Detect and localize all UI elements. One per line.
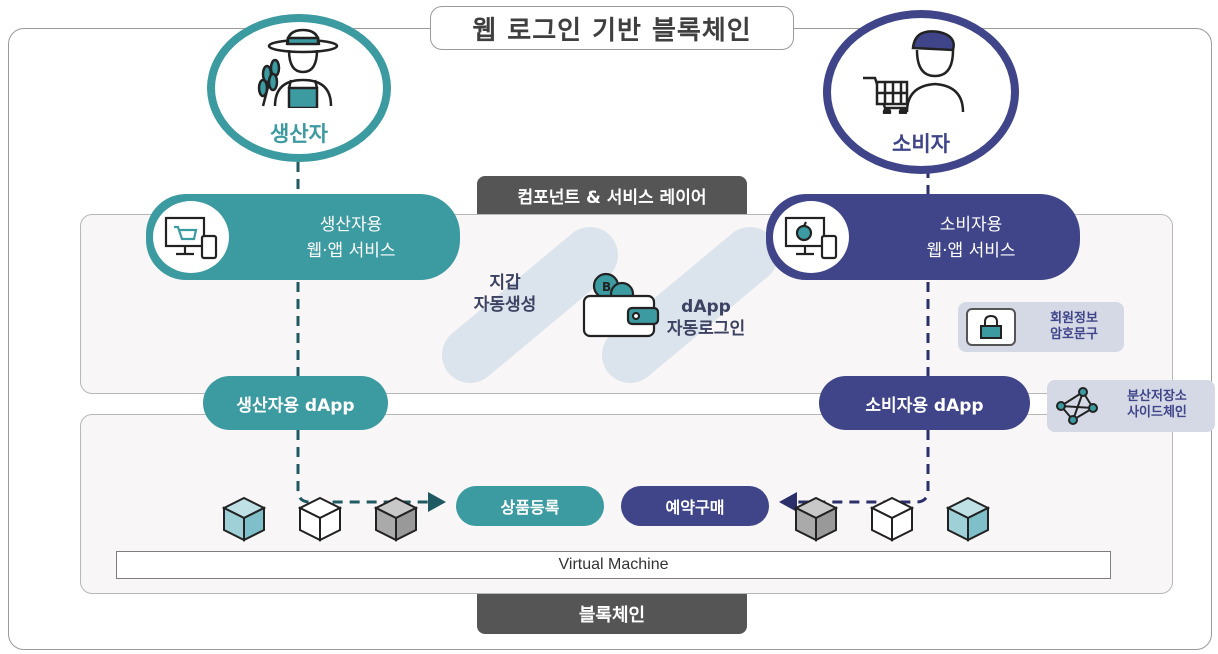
dapp-login-line2: 자동로그인 — [666, 319, 746, 339]
block-icon — [297, 496, 343, 542]
dapp-auto-login: dApp 자동로그인 — [646, 296, 766, 340]
folder-lock-icon — [966, 308, 1016, 346]
consumer-blocks — [793, 496, 991, 542]
producer-dapp: 생산자용 dApp — [203, 376, 388, 430]
producer-service-text: 생산자용 웹·앱 서비스 — [256, 212, 446, 264]
member-info-tag: 회원정보 암호문구 — [958, 302, 1124, 352]
member-info-line2: 암호문구 — [1050, 327, 1098, 342]
side-chain-tag: 분산저장소 사이드체인 — [1047, 380, 1215, 432]
monitor-cart-icon — [164, 216, 218, 260]
consumer-web-app-service: 소비자용 웹·앱 서비스 — [766, 194, 1080, 280]
producer-service-line1: 생산자용 — [319, 215, 383, 235]
wallet-line2: 자동생성 — [473, 295, 537, 315]
consumer-service-line2: 웹·앱 서비스 — [926, 241, 1016, 261]
side-chain-line2: 사이드체인 — [1127, 405, 1187, 420]
block-icon — [373, 496, 419, 542]
producer-service-line2: 웹·앱 서비스 — [306, 241, 396, 261]
consumer-service-line1: 소비자용 — [939, 215, 1003, 235]
wallet-line1: 지갑 — [489, 273, 521, 293]
blockchain-layer-label: 블록체인 — [477, 594, 747, 634]
monitor-apple-icon — [784, 216, 838, 260]
reservation-purchase: 예약구매 — [621, 486, 769, 526]
diagram-title: 웹 로그인 기반 블록체인 — [430, 6, 794, 50]
member-info-line1: 회원정보 — [1050, 311, 1098, 326]
member-info-text: 회원정보 암호문구 — [1032, 311, 1116, 343]
consumer-node: 소비자 — [823, 10, 1019, 174]
producer-web-app-service: 생산자용 웹·앱 서비스 — [146, 194, 460, 280]
producer-label: 생산자 — [270, 122, 328, 146]
dapp-login-line1: dApp — [681, 297, 731, 317]
lock-icon — [980, 314, 1002, 339]
svg-text:B: B — [602, 280, 611, 294]
wallet-auto-create: 지갑 자동생성 — [460, 272, 550, 316]
side-chain-text: 분산저장소 사이드체인 — [1107, 389, 1207, 421]
component-layer-label: 컴포넌트 & 서비스 레이어 — [477, 176, 747, 214]
consumer-label: 소비자 — [892, 132, 950, 156]
product-registration: 상품등록 — [456, 486, 604, 526]
producer-blocks — [221, 496, 419, 542]
farmer-icon — [257, 28, 339, 108]
block-icon — [945, 496, 991, 542]
block-icon — [869, 496, 915, 542]
background-bands — [442, 227, 778, 383]
producer-node: 생산자 — [207, 14, 391, 162]
side-chain-line1: 분산저장소 — [1127, 389, 1187, 404]
producer-service-icon — [150, 198, 232, 276]
block-icon — [793, 496, 839, 542]
network-node-icon — [1056, 387, 1098, 425]
virtual-machine-bar: Virtual Machine — [116, 551, 1111, 579]
consumer-dapp: 소비자용 dApp — [819, 376, 1030, 430]
block-icon — [221, 496, 267, 542]
consumer-service-icon — [770, 198, 852, 276]
shopper-icon — [863, 30, 965, 114]
consumer-service-text: 소비자용 웹·앱 서비스 — [876, 212, 1066, 264]
wallet-coin-icon: B — [582, 272, 660, 338]
